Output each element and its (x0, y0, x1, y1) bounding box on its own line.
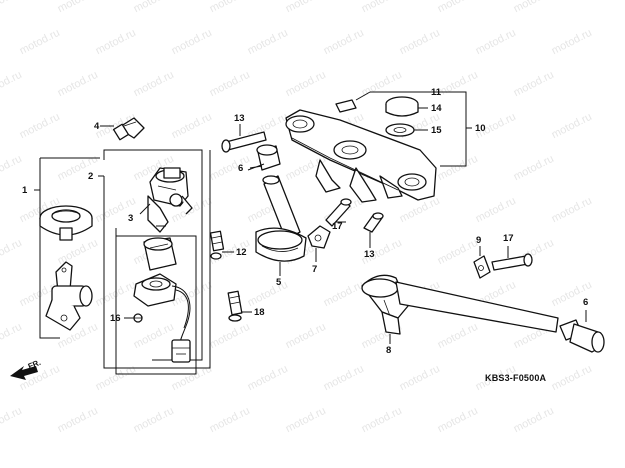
switch-cylinder (143, 237, 177, 271)
leader-lines (139, 165, 263, 215)
callout-12: 12 (236, 247, 247, 258)
bracket-part-10 (370, 91, 472, 167)
callout-13-top: 13 (234, 113, 245, 124)
callout-8: 8 (386, 345, 392, 356)
top-bridge (285, 109, 437, 203)
bar-end-weight-left (247, 144, 281, 171)
bridge-small-cap (335, 91, 371, 113)
ignition-switch-body (147, 167, 193, 233)
callout-11: 11 (431, 87, 442, 98)
bolt-part-13-lower (363, 212, 384, 248)
handlebar-left (255, 175, 307, 276)
bolt-part-17-lower (491, 246, 533, 271)
stem-washer (385, 123, 428, 137)
ignition-key (100, 117, 145, 141)
bolt-part-13-top (221, 124, 267, 153)
callout-17-upper: 17 (332, 221, 343, 232)
callout-7: 7 (312, 264, 318, 275)
front-direction-arrow (10, 366, 38, 380)
callout-1: 1 (22, 185, 28, 196)
diagram-code: KBS3-F0500A (485, 373, 547, 383)
callout-3: 3 (128, 213, 134, 224)
switch-wire-harness (171, 285, 191, 363)
callout-9: 9 (476, 235, 482, 246)
clamp-part-7 (307, 225, 331, 262)
callout-15: 15 (431, 125, 442, 136)
callout-18: 18 (254, 307, 265, 318)
callout-4: 4 (94, 121, 100, 132)
switch-contact-base (133, 273, 177, 307)
callout-17-lower: 17 (503, 233, 514, 244)
bolt-part-17-upper (325, 198, 352, 227)
callout-6-right: 6 (583, 297, 589, 308)
bracket-part-3 (115, 228, 197, 375)
handlebar-right (361, 274, 559, 344)
stem-nut-cap (385, 96, 428, 117)
callout-5: 5 (276, 277, 282, 288)
bar-end-weight-right (559, 310, 605, 353)
callout-6-left: 6 (238, 163, 244, 174)
seat-lock (45, 261, 93, 331)
fuel-cap-lock (39, 205, 93, 241)
bolt-part-18 (227, 290, 252, 322)
callout-16: 16 (110, 313, 121, 324)
callout-13-lower: 13 (364, 249, 375, 260)
screw-part-16 (124, 313, 143, 323)
bolt-part-12 (209, 230, 234, 260)
callout-14: 14 (431, 103, 442, 114)
clamp-part-9 (473, 246, 491, 279)
callout-2: 2 (88, 171, 94, 182)
callout-10: 10 (475, 123, 486, 134)
